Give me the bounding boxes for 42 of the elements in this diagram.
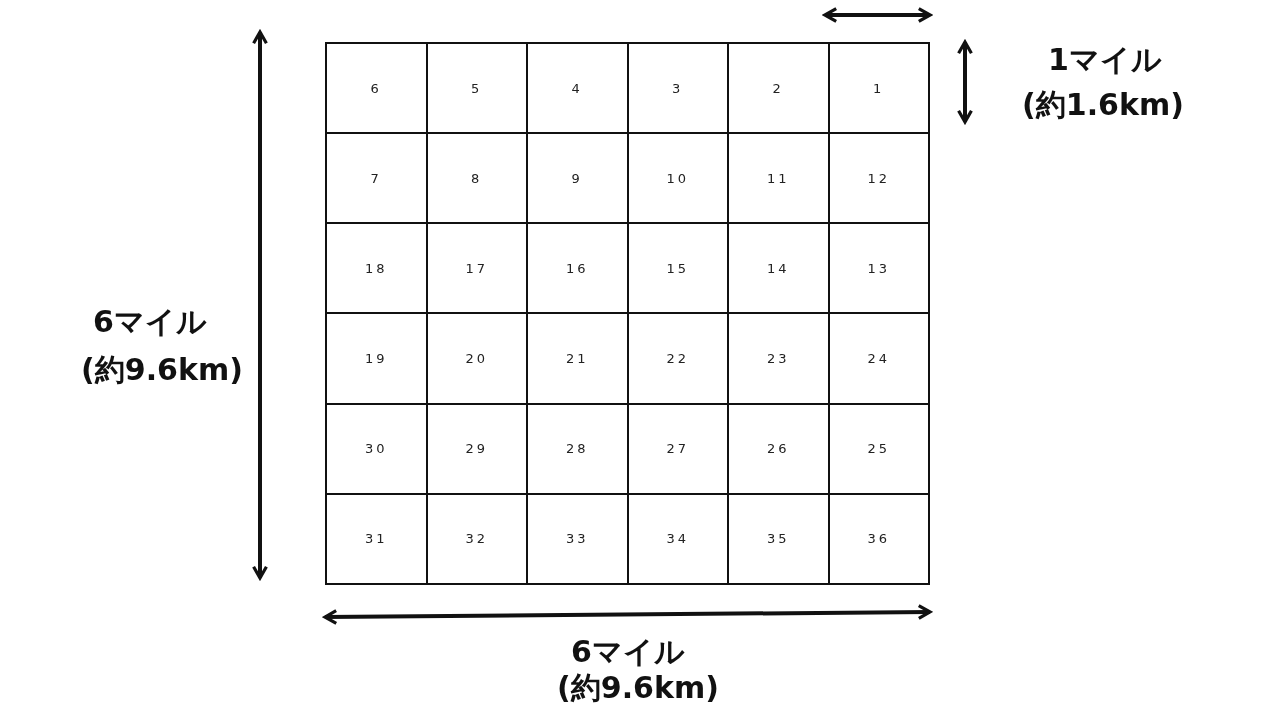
- section-number: 3: [627, 43, 728, 134]
- section-number: 10: [627, 133, 728, 224]
- section-number: 11: [728, 133, 829, 224]
- dimension-label: 1マイル: [1048, 40, 1162, 79]
- section-number: 8: [426, 133, 527, 224]
- section-number: 14: [728, 223, 829, 314]
- section-number: 17: [426, 223, 527, 314]
- section-number: 2: [728, 43, 829, 134]
- dimension-label: (約9.6km): [557, 668, 719, 707]
- section-number: 34: [627, 493, 728, 584]
- section-number: 9: [527, 133, 628, 224]
- section-number: 35: [728, 493, 829, 584]
- section-number: 27: [627, 403, 728, 494]
- section-number: 6: [326, 43, 427, 134]
- section-number: 23: [728, 313, 829, 404]
- section-number: 36: [828, 493, 929, 584]
- dimension-label: 6マイル: [93, 302, 207, 341]
- section-number: 5: [426, 43, 527, 134]
- section-number: 22: [627, 313, 728, 404]
- section-number: 4: [527, 43, 628, 134]
- section-number: 29: [426, 403, 527, 494]
- dimension-label: (約9.6km): [81, 350, 243, 389]
- section-number: 33: [527, 493, 628, 584]
- section-number: 15: [627, 223, 728, 314]
- section-number: 19: [326, 313, 427, 404]
- section-number: 12: [828, 133, 929, 224]
- section-number: 18: [326, 223, 427, 314]
- section-number: 16: [527, 223, 628, 314]
- section-number: 13: [828, 223, 929, 314]
- section-number: 21: [527, 313, 628, 404]
- section-number: 28: [527, 403, 628, 494]
- section-number: 31: [326, 493, 427, 584]
- section-number: 32: [426, 493, 527, 584]
- section-number: 25: [828, 403, 929, 494]
- section-number: 26: [728, 403, 829, 494]
- section-number: 30: [326, 403, 427, 494]
- section-number: 24: [828, 313, 929, 404]
- section-number: 1: [828, 43, 929, 134]
- section-number: 20: [426, 313, 527, 404]
- dimension-label: (約1.6km): [1022, 85, 1184, 124]
- section-number: 7: [326, 133, 427, 224]
- dimension-label: 6マイル: [571, 632, 685, 671]
